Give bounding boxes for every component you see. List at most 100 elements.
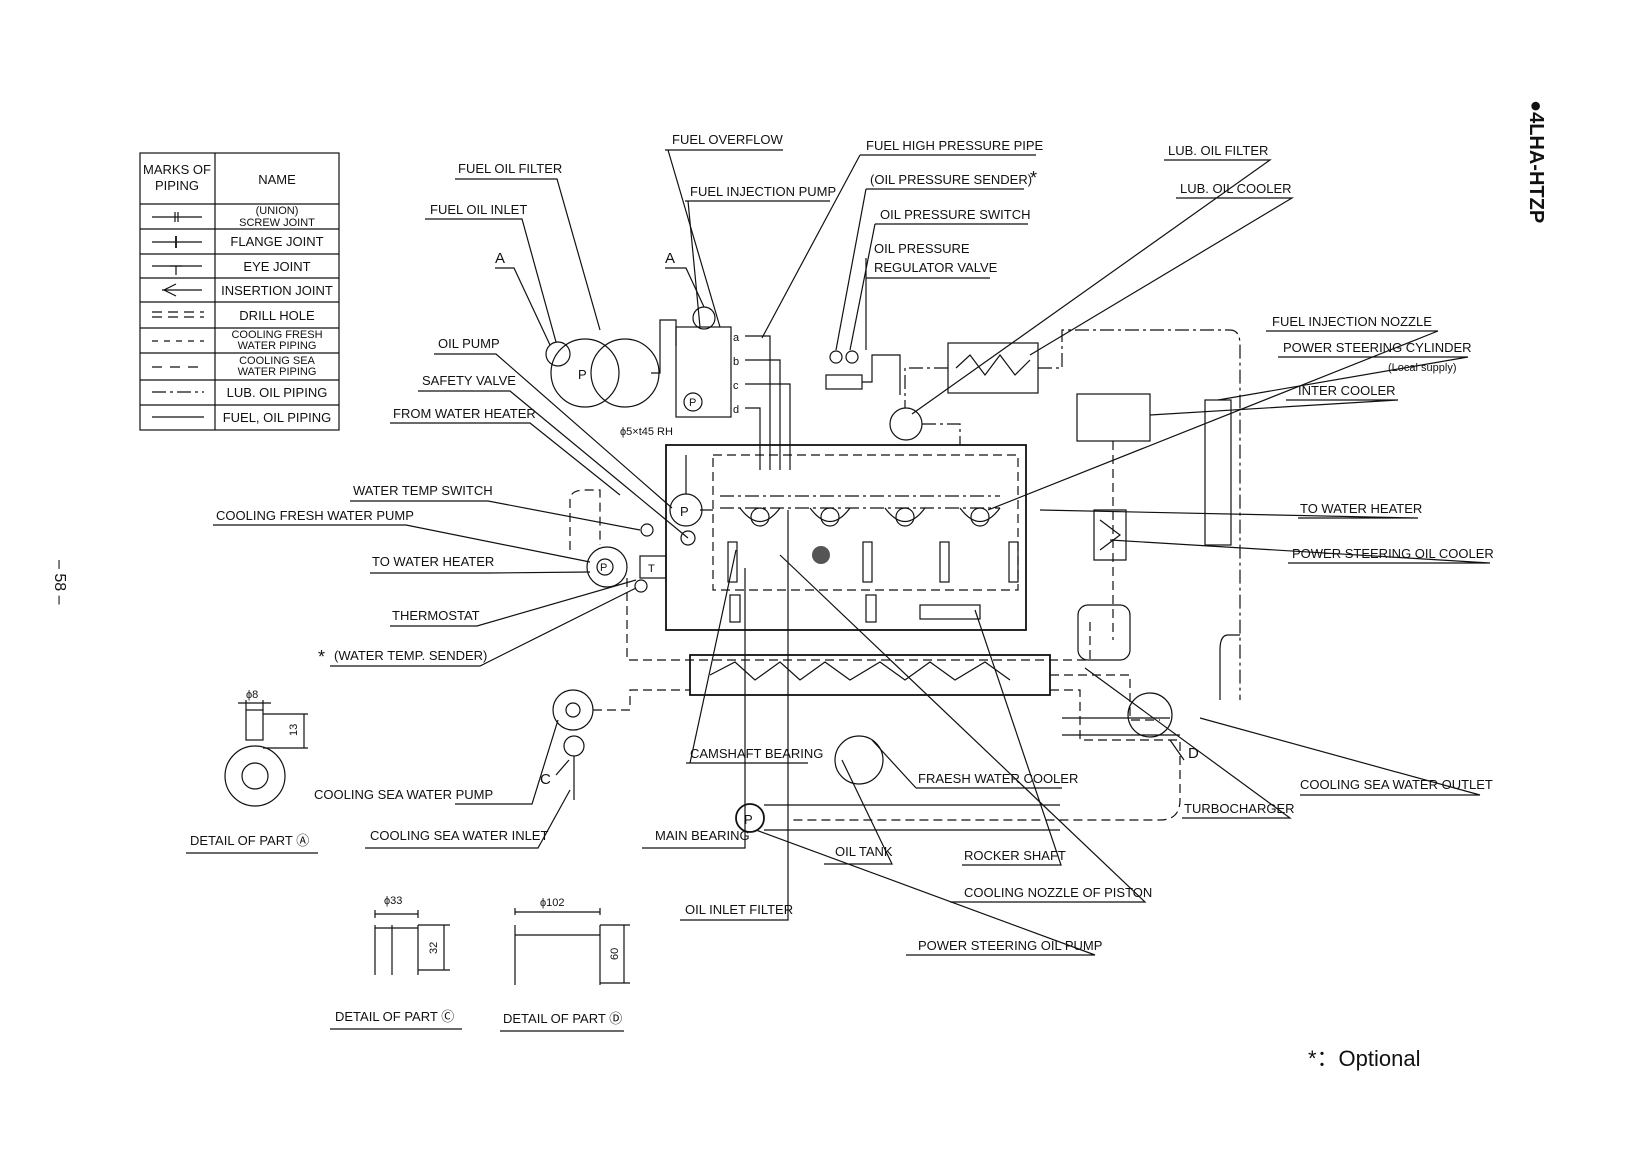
label-cooling-nozzle-of-piston: COOLING NOZZLE OF PISTON: [964, 885, 1152, 900]
power-steering-oil-pump: [735, 803, 765, 833]
detail-part-d: ϕ102 60 DETAIL OF PART Ⓓ: [500, 897, 630, 1032]
label-water-temp-sender: (WATER TEMP. SENDER): [334, 648, 487, 663]
screw-joint-mark: [152, 212, 202, 222]
legend-name-sea-2: WATER PIPING: [238, 366, 317, 378]
turbocharger: [1127, 692, 1173, 738]
label-oil-pressure-regulator-1: OIL PRESSURE: [874, 241, 970, 256]
label-safety-valve: SAFETY VALVE: [422, 373, 516, 388]
detail-a-label: DETAIL OF PART Ⓐ: [190, 833, 309, 848]
label-lub-oil-cooler: LUB. OIL COOLER: [1180, 181, 1292, 196]
pump-letter-oil: P: [680, 504, 689, 519]
legend-name-screw-2: SCREW JOINT: [239, 217, 315, 229]
label-power-steering-oil-pump: POWER STEERING OIL PUMP: [918, 938, 1102, 953]
leader-lines: [213, 149, 1491, 956]
label-drill-spec: ϕ5×t45 RH: [620, 426, 673, 438]
flange-joint-mark: [152, 236, 202, 248]
label-to-water-heater-right: TO WATER HEATER: [1300, 501, 1422, 516]
cooling-sea-water-pump: [552, 689, 594, 731]
label-oil-tank: OIL TANK: [835, 844, 893, 859]
legend-name-screw-1: (UNION): [256, 205, 299, 217]
legend-name-insertion: INSERTION JOINT: [221, 283, 333, 298]
detail-d-height: 60: [609, 948, 621, 960]
asterisk-water-temp-sender: *: [318, 647, 325, 667]
marker-a-right: A: [665, 250, 675, 267]
detail-c-label: DETAIL OF PART Ⓒ: [335, 1009, 454, 1024]
label-inter-cooler: INTER COOLER: [1298, 383, 1396, 398]
lub-oil-cooler: [947, 342, 1039, 394]
cooling-nozzle-piston: [812, 546, 830, 564]
pump-letter-fw: P: [600, 562, 607, 574]
label-cooling-sea-water-inlet: COOLING SEA WATER INLET: [370, 828, 548, 843]
eye-joint-mark: [152, 265, 202, 275]
detail-a-dia: ϕ8: [246, 689, 258, 701]
port-a: a: [733, 332, 740, 344]
marker-d: D: [1188, 745, 1199, 762]
inter-cooler: [1076, 393, 1151, 442]
pump-letter-ps: P: [744, 812, 753, 827]
port-b: b: [733, 356, 739, 368]
label-thermostat: THERMOSTAT: [392, 608, 480, 623]
label-oil-pressure-sender: (OIL PRESSURE SENDER): [870, 172, 1032, 187]
marker-a-left: A: [495, 250, 505, 267]
label-cooling-sea-water-outlet: COOLING SEA WATER OUTLET: [1300, 777, 1493, 792]
engine-schematic: P P a b c d P: [545, 306, 1241, 833]
label-to-water-heater-left: TO WATER HEATER: [372, 554, 494, 569]
detail-c-dia: ϕ33: [384, 895, 402, 907]
detail-part-c: ϕ33 32 DETAIL OF PART Ⓒ: [330, 895, 462, 1030]
lub-oil-filter: [889, 407, 923, 441]
fresh-water-cooler: [689, 654, 1051, 696]
detail-d-label: DETAIL OF PART Ⓓ: [503, 1011, 622, 1026]
fuel-injection-pump-body: [675, 326, 732, 418]
asterisk-oil-sender: *: [1030, 168, 1037, 188]
page-title: ●4LHA-HTZP: [1525, 100, 1547, 223]
label-power-steering-cylinder: POWER STEERING CYLINDER: [1283, 340, 1472, 355]
label-turbocharger: TURBOCHARGER: [1184, 801, 1295, 816]
detail-part-a: ϕ8 13 DETAIL OF PART Ⓐ: [186, 689, 318, 854]
cylinder-block: [665, 444, 1027, 631]
label-lub-oil-filter: LUB. OIL FILTER: [1168, 143, 1268, 158]
label-fuel-oil-inlet: FUEL OIL INLET: [430, 202, 527, 217]
legend-header-marks-2: PIPING: [155, 178, 199, 193]
legend-name-fresh-2: WATER PIPING: [238, 340, 317, 352]
label-camshaft-bearing: CAMSHAFT BEARING: [690, 746, 823, 761]
page-number: – 58 –: [51, 560, 68, 605]
label-fuel-oil-filter: FUEL OIL FILTER: [458, 161, 562, 176]
label-local-supply: (Local supply): [1388, 362, 1456, 374]
detail-c-height: 32: [428, 942, 440, 954]
label-fresh-water-cooler: FRAESH WATER COOLER: [918, 771, 1078, 786]
cooling-fresh-water-pump: [586, 546, 628, 588]
legend-name-drill: DRILL HOLE: [239, 308, 315, 323]
fuel-oil-filter: [545, 338, 660, 408]
marker-c: C: [540, 771, 551, 788]
label-oil-pressure-regulator-2: REGULATOR VALVE: [874, 260, 998, 275]
legend-name-sea-1: COOLING SEA: [239, 355, 315, 367]
detail-d-dia: ϕ102: [540, 897, 565, 909]
legend-name-lub: LUB. OIL PIPING: [227, 385, 328, 400]
label-rocker-shaft: ROCKER SHAFT: [964, 848, 1066, 863]
label-oil-pressure-switch: OIL PRESSURE SWITCH: [880, 207, 1030, 222]
legend-header-name: NAME: [258, 172, 296, 187]
insertion-joint-mark: [162, 283, 202, 297]
optional-footnote: *：Optional: [1308, 1046, 1421, 1071]
label-fuel-overflow: FUEL OVERFLOW: [672, 132, 783, 147]
legend-name-fuel: FUEL, OIL PIPING: [223, 410, 332, 425]
label-cooling-fresh-water-pump: COOLING FRESH WATER PUMP: [216, 508, 414, 523]
legend-name-flange: FLANGE JOINT: [230, 234, 323, 249]
label-fuel-high-pressure-pipe: FUEL HIGH PRESSURE PIPE: [866, 138, 1044, 153]
label-oil-inlet-filter: OIL INLET FILTER: [685, 902, 793, 917]
label-fuel-injection-pump: FUEL INJECTION PUMP: [690, 184, 836, 199]
oil-tank: [834, 735, 884, 785]
legend-name-fresh-1: COOLING FRESH: [231, 329, 322, 341]
legend-header-marks: MARKS OF: [143, 162, 211, 177]
label-oil-pump: OIL PUMP: [438, 336, 500, 351]
label-power-steering-oil-cooler: POWER STEERING OIL COOLER: [1292, 546, 1494, 561]
cylinder-head-water-jacket: [712, 454, 1019, 591]
thermostat-letter: T: [648, 563, 655, 575]
label-main-bearing: MAIN BEARING: [655, 828, 750, 843]
label-fuel-injection-nozzle: FUEL INJECTION NOZZLE: [1272, 314, 1432, 329]
label-cooling-sea-water-pump: COOLING SEA WATER PUMP: [314, 787, 493, 802]
pump-letter-fuel: P: [578, 367, 587, 382]
port-d: d: [733, 404, 739, 416]
drill-hole-mark: [152, 311, 204, 318]
